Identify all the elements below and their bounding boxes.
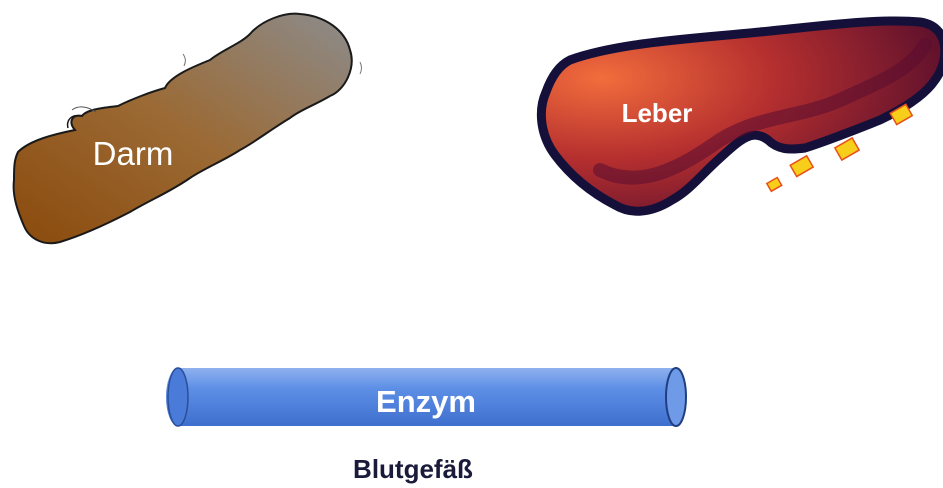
liver-label: Leber bbox=[622, 98, 693, 128]
intestine-shape bbox=[14, 14, 352, 244]
enzyme-label: Enzym bbox=[376, 384, 476, 419]
intestine-hair bbox=[360, 62, 362, 74]
vessel-right-end bbox=[666, 368, 686, 426]
intestine-hair bbox=[183, 54, 185, 66]
enzyme-particle bbox=[790, 156, 813, 177]
blood-vessel: Enzym Blutgefäß bbox=[166, 368, 686, 484]
vessel-name: Blutgefäß bbox=[353, 454, 473, 484]
enzyme-particle bbox=[835, 138, 859, 160]
enzyme-particle bbox=[767, 178, 782, 192]
intestine-label: Darm bbox=[93, 135, 174, 172]
liver-shape bbox=[541, 21, 943, 211]
vessel-left-end bbox=[168, 368, 188, 426]
intestine: Darm bbox=[14, 14, 362, 244]
liver: Leber bbox=[541, 21, 943, 211]
